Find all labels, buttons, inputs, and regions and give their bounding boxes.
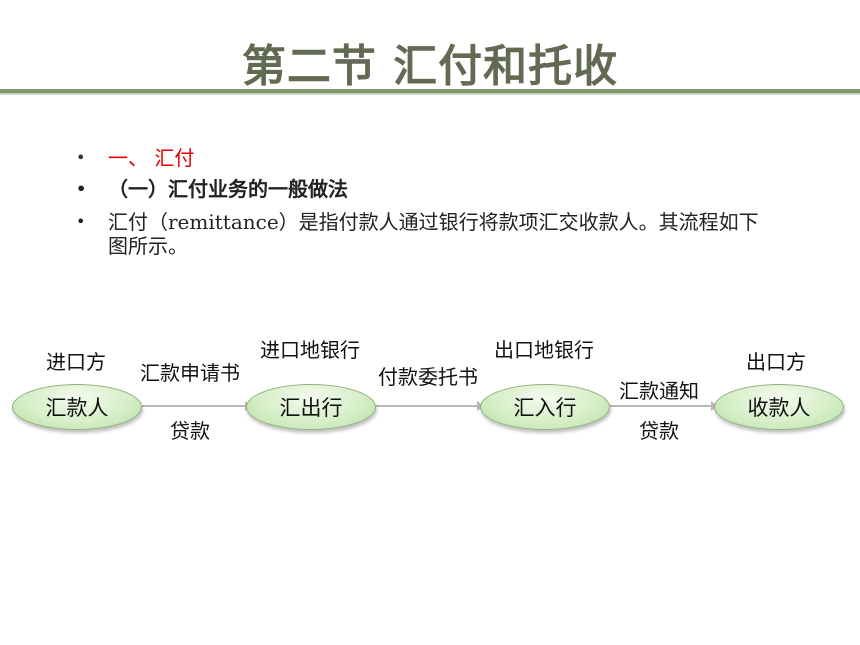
edge-document: 汇款通知: [619, 379, 699, 403]
edge-document: 付款委托书: [376, 364, 480, 390]
bullet-dot: •: [76, 212, 86, 231]
node-label: 汇款人: [45, 396, 109, 420]
node-role: 进口地银行: [260, 338, 360, 362]
flow-node-payee: 收款人: [714, 384, 844, 430]
title-rule-light: [0, 93, 860, 95]
flow-arrow: [610, 401, 718, 411]
flow-node-remitting-bank: 汇出行: [246, 384, 376, 430]
edge-sub-label: 贷款: [639, 419, 679, 443]
bullet-text: 汇付（remittance）是指付款人通过银行将款项汇交收款人。其流程如下图所示…: [108, 210, 759, 258]
bullet-text: （一）汇付业务的一般做法: [108, 177, 348, 201]
node-role: 出口地银行: [494, 338, 594, 362]
slide-title: 第二节 汇付和托收: [241, 41, 619, 92]
flow-arrow: [376, 401, 484, 411]
bullet-dot: •: [76, 179, 87, 198]
bullet-dot: •: [76, 148, 86, 167]
node-label: 收款人: [747, 396, 811, 420]
edge-sub-label: 贷款: [170, 419, 210, 443]
flow-arrow: [142, 401, 252, 411]
flow-node-paying-bank: 汇入行: [480, 384, 610, 430]
bullet-text: 一、 汇付: [108, 146, 195, 170]
title-rule: [0, 89, 860, 93]
node-label: 汇出行: [279, 396, 343, 420]
node-role: 进口方: [46, 350, 106, 374]
flow-node-remitter: 汇款人: [12, 384, 142, 430]
edge-document: 汇款申请书: [138, 360, 242, 386]
node-label: 汇入行: [513, 396, 577, 420]
node-role: 出口方: [746, 350, 806, 374]
